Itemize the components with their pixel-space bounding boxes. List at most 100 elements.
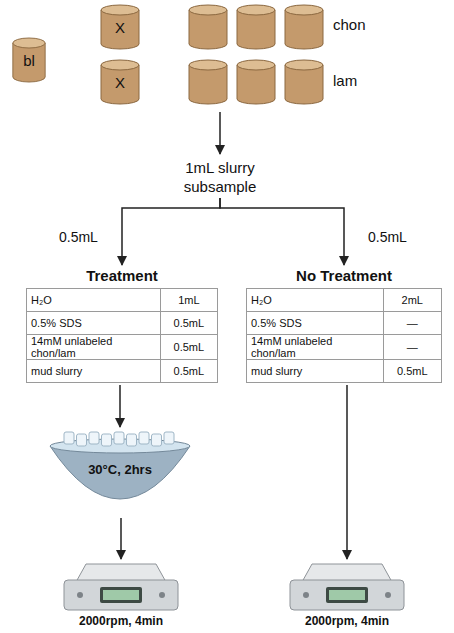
table-cell: — (383, 335, 442, 360)
tube-label: X (100, 19, 140, 36)
tube-label: X (100, 74, 140, 91)
tube-body (101, 10, 139, 49)
tube-top (101, 60, 139, 70)
condition-text: 30°C, 2hrs (48, 462, 192, 477)
table-cell: 2mL (383, 289, 442, 312)
ice-cube (102, 434, 112, 446)
table-row: H₂O1mL (27, 289, 218, 312)
sample-tube: X (100, 59, 140, 105)
ice-cube (77, 434, 87, 446)
reagent-table: TreatmentH₂O1mL0.5% SDS0.5mL14mM unlabel… (26, 266, 218, 383)
centrifuge-shape (58, 560, 184, 612)
ice-cube (164, 432, 174, 444)
flow-arrow (346, 385, 348, 559)
process-step: 1mL slurry subsample (160, 158, 280, 196)
ice-cube (89, 432, 99, 444)
lid (76, 564, 166, 582)
tube-body (285, 65, 323, 104)
reagent-table: No TreatmentH₂O2mL0.5% SDS—14mM unlabele… (246, 266, 442, 383)
tube-body (101, 65, 139, 104)
flow-arrow (119, 385, 121, 427)
table-cell: 0.5% SDS (247, 312, 384, 335)
flow-arrow (220, 198, 344, 265)
flow-arrow (120, 518, 122, 559)
table-cell: 1mL (160, 289, 217, 312)
volume-label: 0.5mL (368, 229, 407, 245)
table-row: 0.5% SDS— (247, 312, 442, 335)
flow-arrow (122, 198, 220, 265)
tube-top (285, 60, 323, 70)
sample-tube (237, 5, 275, 49)
table-heading: Treatment (26, 266, 218, 288)
tube-body (237, 10, 275, 49)
sample-tube: X (100, 4, 140, 50)
table-heading: No Treatment (246, 266, 442, 288)
tube-top (189, 60, 227, 70)
reagent-grid: H₂O2mL0.5% SDS—14mM unlabeled chon/lam—m… (246, 288, 442, 383)
button (159, 592, 165, 598)
sample-tube (237, 60, 275, 104)
tube-body (189, 65, 227, 104)
table-cell: — (383, 312, 442, 335)
tube-top (285, 5, 323, 15)
table-cell: 0.5mL (160, 312, 217, 335)
table-row: H₂O2mL (247, 289, 442, 312)
tube-body (285, 10, 323, 49)
table-cell: 0.5mL (383, 360, 442, 383)
button (303, 592, 309, 598)
table-cell: 0.5mL (160, 360, 217, 383)
sample-tube: bl (12, 37, 46, 83)
group-label: chon (333, 16, 366, 33)
base (290, 580, 404, 610)
spin-setting: 2000rpm, 4min (58, 614, 184, 628)
table-cell: H₂O (247, 289, 384, 312)
lid (302, 564, 392, 582)
base (64, 580, 178, 610)
reagent-grid: H₂O1mL0.5% SDS0.5mL14mM unlabeled chon/l… (26, 288, 218, 383)
ice-cube (139, 432, 149, 444)
centrifuge: 2000rpm, 4min (58, 560, 184, 632)
table-row: 0.5% SDS0.5mL (27, 312, 218, 335)
display-screen (103, 590, 139, 600)
display (326, 587, 368, 603)
flow-arrow (219, 112, 221, 154)
water-bath: 30°C, 2hrs (48, 428, 192, 516)
centrifuge: 2000rpm, 4min (284, 560, 410, 632)
ice-cube (64, 432, 74, 444)
sample-tube (285, 5, 323, 49)
display-screen (329, 590, 365, 600)
step-text: 1mL slurry subsample (160, 158, 280, 196)
table-row: 14mM unlabeled chon/lam— (247, 335, 442, 360)
ice-cube (114, 432, 124, 444)
table-cell: 0.5mL (160, 335, 217, 360)
tube-top (101, 5, 139, 15)
tube-body (237, 65, 275, 104)
display (100, 587, 142, 603)
volume-label: 0.5mL (59, 229, 98, 245)
ice-cube (152, 434, 162, 446)
table-row: mud slurry0.5mL (27, 360, 218, 383)
tube-top (13, 38, 45, 48)
tube-body (189, 10, 227, 49)
centrifuge-shape (284, 560, 410, 612)
button (77, 592, 83, 598)
table-row: mud slurry0.5mL (247, 360, 442, 383)
tube-body (13, 43, 45, 82)
table-cell: 14mM unlabeled chon/lam (27, 335, 161, 360)
sample-tube (189, 60, 227, 104)
table-cell: 14mM unlabeled chon/lam (247, 335, 384, 360)
table-cell: 0.5% SDS (27, 312, 161, 335)
sample-tube (189, 5, 227, 49)
button (385, 592, 391, 598)
table-cell: H₂O (27, 289, 161, 312)
table-row: 14mM unlabeled chon/lam0.5mL (27, 335, 218, 360)
group-label: lam (333, 72, 357, 89)
table-cell: mud slurry (27, 360, 161, 383)
tube-label: bl (12, 52, 46, 69)
table-cell: mud slurry (247, 360, 384, 383)
spin-setting: 2000rpm, 4min (284, 614, 410, 628)
ice-cube (127, 434, 137, 446)
sample-tube (285, 60, 323, 104)
tube-top (237, 5, 275, 15)
tube-top (237, 60, 275, 70)
